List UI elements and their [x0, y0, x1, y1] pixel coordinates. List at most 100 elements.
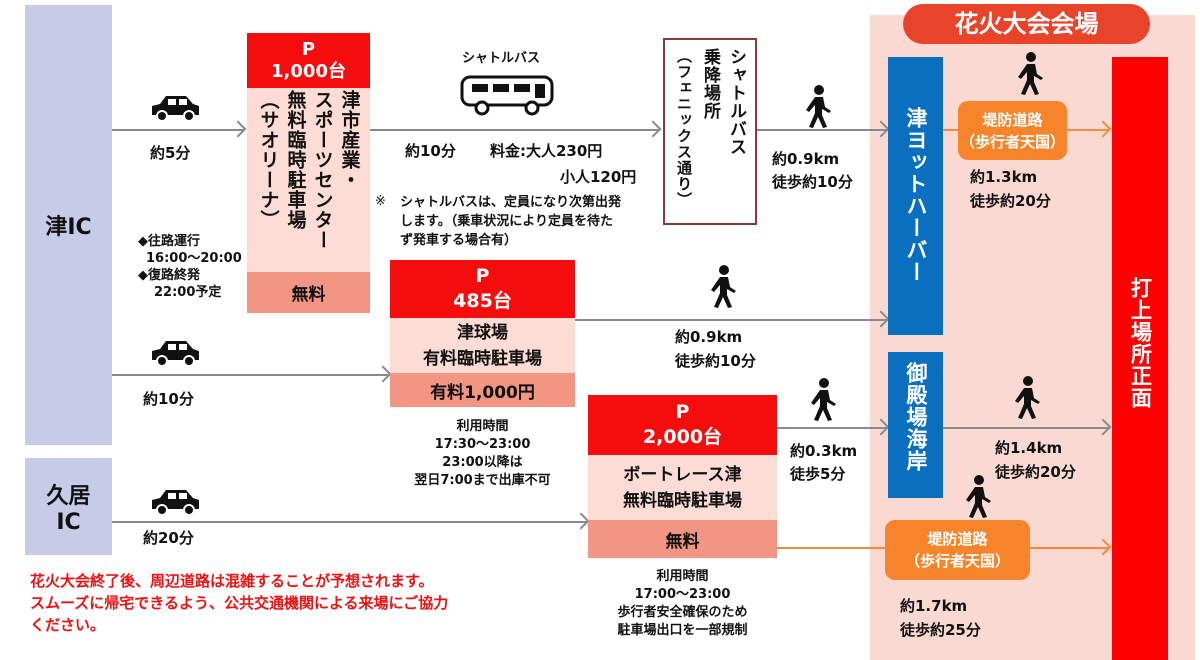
shuttle-fare-child: 小人120円	[560, 168, 637, 186]
note-line: します。（乗車状況により定員を待た	[400, 214, 613, 229]
car-icon	[152, 490, 199, 516]
walk-arrow	[777, 427, 888, 429]
note-line: ◆往路運行	[138, 234, 200, 249]
shuttle-note-mark: ※	[375, 194, 386, 209]
name-line: 無料臨時駐車場	[623, 490, 742, 511]
parking-boat-race: P 2,000台 ボートレース津無料臨時駐車場 無料	[588, 395, 777, 558]
parking-capacity: 2,000台	[642, 426, 723, 448]
hours-line: 23:00以降は	[442, 455, 523, 470]
shuttle-note: シャトルバスは、定員になり次第出発 します。（乗車状況により定員を待た ず発車す…	[400, 193, 621, 250]
hours-line: 翌日7:00まで出庫不可	[414, 473, 551, 488]
levee-line: 堤防道路	[982, 110, 1043, 129]
route-arrow	[112, 374, 390, 376]
parking-hours: 利用時間 17:30～23:00 23:00以降は翌日7:00まで出庫不可	[390, 418, 575, 490]
launch-site-front: 打上場所正面	[1112, 57, 1168, 660]
venue-title: 花火大会会場	[903, 4, 1150, 44]
route-arrow	[112, 129, 245, 131]
parking-name: 津球場有料臨時駐車場	[390, 318, 575, 373]
route-time: 約5分	[150, 144, 191, 162]
parking-name: 津市産業・スポーツセンター無料臨時駐車場（サオリーナ）	[247, 88, 370, 272]
route-time: 約20分	[143, 529, 194, 547]
walk-distance: 約0.9km	[772, 150, 840, 168]
name-line: 津市産業・	[338, 90, 361, 190]
shuttle-label: シャトルバス	[462, 51, 541, 66]
walk-distance: 約0.3km	[790, 442, 858, 460]
parking-capacity: 1,000台	[271, 60, 346, 82]
bus-icon	[460, 75, 554, 116]
walk-time: 徒歩約20分	[995, 463, 1076, 481]
stop-line: （フェニックス通り）	[675, 48, 693, 208]
levee-line: 堤防道路	[927, 530, 988, 548]
walk-time: 徒歩約10分	[772, 173, 853, 191]
levee-road-badge: 堤防道路 （歩行者天国）	[958, 101, 1067, 160]
origin-label: 津IC	[45, 215, 92, 240]
name-line: 無料臨時駐車場	[284, 90, 307, 230]
walk-distance: 約1.3km	[970, 168, 1038, 186]
parking-p-label: P	[301, 38, 316, 60]
walking-person-icon	[966, 475, 991, 518]
walking-person-icon	[1018, 52, 1043, 95]
parking-fee: 無料	[588, 520, 777, 558]
origin-tsu-ic: 津IC	[25, 5, 112, 445]
parking-header: P 2,000台	[588, 395, 777, 455]
note-line: ◆復路終発	[138, 268, 200, 283]
parking-header: P 485台	[390, 260, 575, 318]
name-line: 有料臨時駐車場	[423, 348, 542, 369]
gotenba-beach: 御殿場海岸	[888, 352, 943, 498]
walk-distance: 約1.7km	[900, 597, 968, 615]
parking-capacity: 485台	[453, 290, 512, 312]
yacht-label: 津ヨットハーバー	[904, 107, 928, 283]
hours-line: 利用時間	[456, 419, 509, 434]
shuttle-schedule-note: ◆往路運行 16:00～20:00 ◆復路終発 22:00予定	[138, 233, 242, 301]
walk-distance: 約0.9km	[675, 328, 743, 346]
name-line: ボートレース津	[623, 464, 742, 485]
stop-line: 乗降場所	[700, 48, 720, 120]
congestion-warning: 花火大会終了後、周辺道路は混雑することが予想されます。 スムーズに帰宅できるよう…	[30, 570, 448, 636]
hours-line: 利用時間	[656, 569, 709, 584]
route-arrow	[112, 521, 588, 523]
walk-time: 徒歩約10分	[675, 352, 756, 370]
walking-person-icon	[711, 265, 736, 308]
origin-hisai-ic: 久居IC	[25, 458, 112, 555]
hours-line: 歩行者安全確保のため	[617, 605, 748, 620]
note-line: ず発車する場合有）	[400, 233, 518, 248]
walking-person-icon	[811, 378, 836, 421]
walk-arrow	[757, 129, 888, 131]
shuttle-time: 約10分	[405, 142, 456, 160]
parking-fee: 有料1,000円	[390, 373, 575, 407]
walk-time: 徒歩約20分	[970, 192, 1051, 210]
parking-p-label: P	[675, 401, 690, 423]
walk-time: 徒歩5分	[790, 465, 846, 483]
warning-line: 花火大会終了後、周辺道路は混雑することが予想されます。	[30, 572, 434, 590]
walk-arrow	[575, 319, 888, 321]
name-line: スポーツセンター	[311, 90, 334, 250]
tsu-yacht-harbor: 津ヨットハーバー	[888, 57, 943, 335]
shuttle-route-arrow	[370, 129, 660, 131]
parking-p-label: P	[475, 265, 490, 287]
note-line: 22:00予定	[154, 285, 222, 300]
shuttle-fare-adult: 料金:大人230円	[490, 142, 603, 160]
parking-name: ボートレース津無料臨時駐車場	[588, 455, 777, 520]
warning-line: スムーズに帰宅できるよう、公共交通機関による来場にご協力	[30, 594, 449, 612]
route-time: 約10分	[143, 390, 194, 408]
car-icon	[152, 96, 199, 122]
hours-line: 17:30～23:00	[434, 437, 531, 452]
note-line: 16:00～20:00	[146, 251, 242, 266]
hours-line: 17:00～23:00	[634, 587, 731, 602]
walking-person-icon	[806, 85, 831, 128]
walking-person-icon	[1015, 376, 1040, 419]
levee-line: （歩行者天国）	[959, 132, 1065, 151]
stop-line: シャトルバス	[726, 48, 746, 156]
name-line: 津球場	[457, 322, 508, 343]
shuttle-stop-box: シャトルバス乗降場所 （フェニックス通り）	[663, 38, 757, 225]
walk-distance: 約1.4km	[995, 439, 1063, 457]
walk-time: 徒歩約25分	[900, 621, 981, 639]
origin-label: 久居IC	[46, 484, 91, 535]
gotenba-label: 御殿場海岸	[904, 362, 928, 472]
launch-label: 打上場所正面	[1128, 277, 1153, 409]
parking-fee: 無料	[247, 272, 370, 313]
car-icon	[152, 341, 199, 367]
